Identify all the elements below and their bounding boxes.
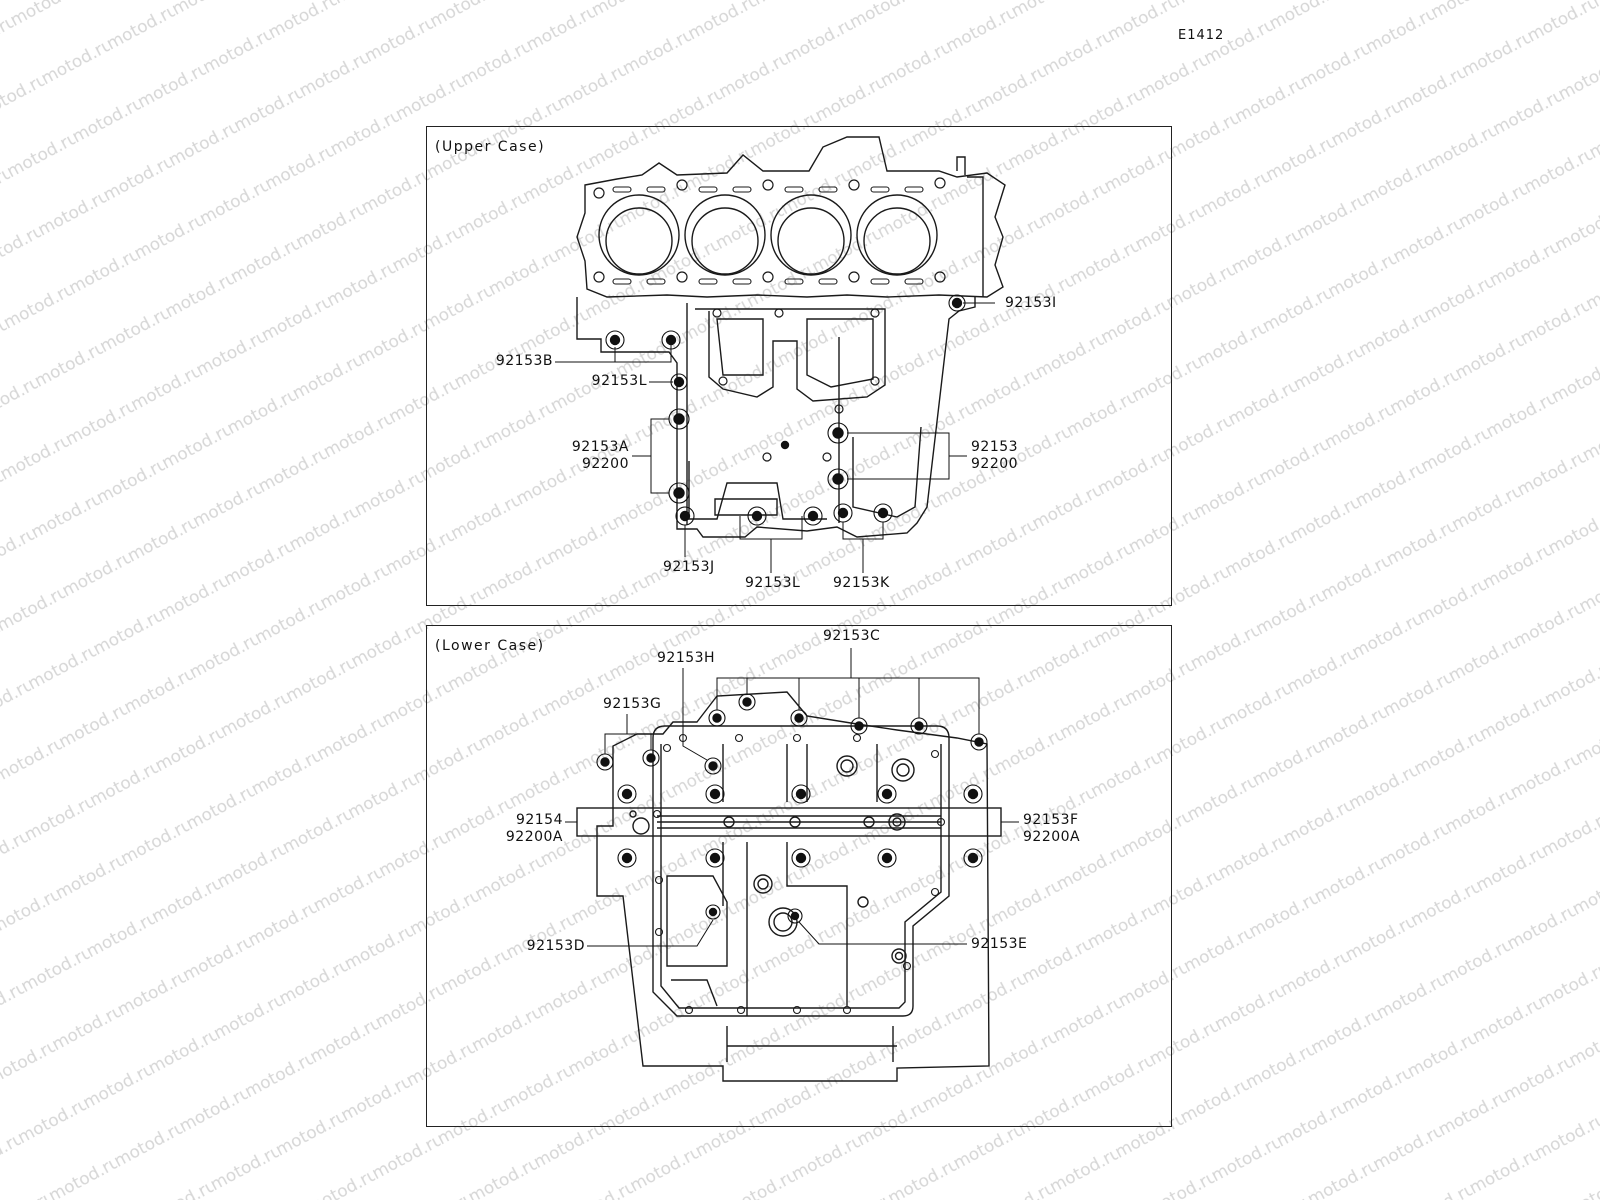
callout-92153G: 92153G [603, 696, 662, 712]
upper-case-panel: (Upper Case) [426, 126, 1172, 606]
page-code: E1412 [1178, 28, 1225, 43]
callout-92153C: 92153C [823, 628, 881, 644]
callout-92153I: 92153I [1005, 295, 1057, 311]
lower-crankcase-drawing [565, 648, 1019, 1082]
callout-92153A: 92153A 92200 [571, 439, 629, 472]
callout-92153B: 92153B [495, 353, 553, 369]
callout-92153F: 92153F 92200A [1023, 812, 1081, 845]
callout-92153H: 92153H [657, 650, 716, 666]
callout-92153K: 92153K [833, 575, 890, 591]
callout-92153J: 92153J [663, 559, 715, 575]
callout-92153E: 92153E [971, 936, 1028, 952]
callout-92153L-bottom: 92153L [745, 575, 801, 591]
lower-case-panel: (Lower Case) [426, 625, 1172, 1127]
callout-92153: 92153 92200 [971, 439, 1019, 472]
callout-92154: 92154 92200A [505, 812, 563, 845]
callout-92153L-top: 92153L [591, 373, 647, 389]
callout-92153D: 92153D [526, 938, 585, 954]
